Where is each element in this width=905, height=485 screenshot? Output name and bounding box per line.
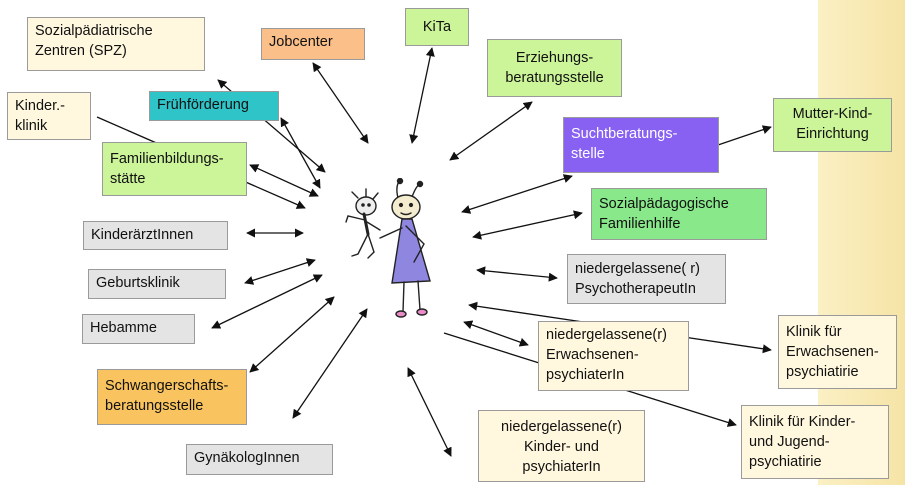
arrow-schwangerschaft bbox=[249, 296, 335, 373]
arrow-familienbildung bbox=[249, 164, 319, 197]
node-geburtsklinik: Geburtsklinik bbox=[88, 269, 226, 299]
node-psychotherapeut: niedergelassene( r) PsychotherapeutIn bbox=[567, 254, 726, 304]
arrow-gynaekologen bbox=[292, 308, 368, 419]
arrow-geburtsklinik bbox=[244, 258, 316, 285]
node-kinderklinik: Kinder.- klinik bbox=[7, 92, 91, 140]
arrow-sucht bbox=[461, 174, 573, 214]
node-kinderpsychiater: niedergelassene(r) Kinder- und psychiate… bbox=[478, 410, 645, 482]
node-sozialpaedagogische-familienhilfe: Sozialpädagogische Familienhilfe bbox=[591, 188, 767, 240]
node-hebamme: Hebamme bbox=[82, 314, 195, 344]
node-kinderaerzte: KinderärztInnen bbox=[83, 221, 228, 250]
node-erwachsenenpsychiater: niedergelassene(r) Erwachsenen- psychiat… bbox=[538, 321, 689, 391]
node-familienbildung: Familienbildungs- stätte bbox=[102, 142, 247, 196]
node-klinik-erwachsenenpsychiatrie: Klinik für Erwachsenen- psychiatirie bbox=[778, 315, 897, 389]
node-klinik-kinder-jugendpsychiatrie: Klinik für Kinder- und Jugend- psychiati… bbox=[741, 405, 889, 479]
arrow-fruehfoerderung bbox=[280, 117, 321, 189]
node-gynaekologen: GynäkologInnen bbox=[186, 444, 333, 475]
arrow-kita bbox=[409, 47, 435, 144]
arrow-kinderpsych bbox=[407, 367, 452, 457]
arrow-erziehung bbox=[449, 101, 533, 161]
node-fruehfoerderung: Frühförderung bbox=[149, 91, 279, 121]
arrow-psychotherapeut bbox=[476, 266, 558, 282]
node-kita: KiTa bbox=[405, 8, 469, 46]
mother-child-figure bbox=[345, 178, 431, 318]
node-mutter-kind: Mutter-Kind- Einrichtung bbox=[773, 98, 892, 152]
node-suchtberatung: Suchtberatungs- stelle bbox=[563, 117, 719, 173]
arrow-sozialpaed bbox=[472, 210, 583, 240]
node-erziehungsberatung: Erziehungs- beratungsstelle bbox=[487, 39, 622, 97]
arrow-jobcenter bbox=[312, 62, 369, 144]
side-panel bbox=[818, 0, 905, 485]
node-spz: Sozialpädiatrische Zentren (SPZ) bbox=[27, 17, 205, 71]
arrow-sucht-mutterkind bbox=[717, 125, 772, 146]
arrow-erwachsenenpsych bbox=[463, 320, 529, 347]
node-jobcenter: Jobcenter bbox=[261, 28, 365, 60]
arrow-hebamme bbox=[211, 274, 323, 329]
node-schwangerschaftsberatung: Schwangerschafts- beratungsstelle bbox=[97, 369, 247, 425]
